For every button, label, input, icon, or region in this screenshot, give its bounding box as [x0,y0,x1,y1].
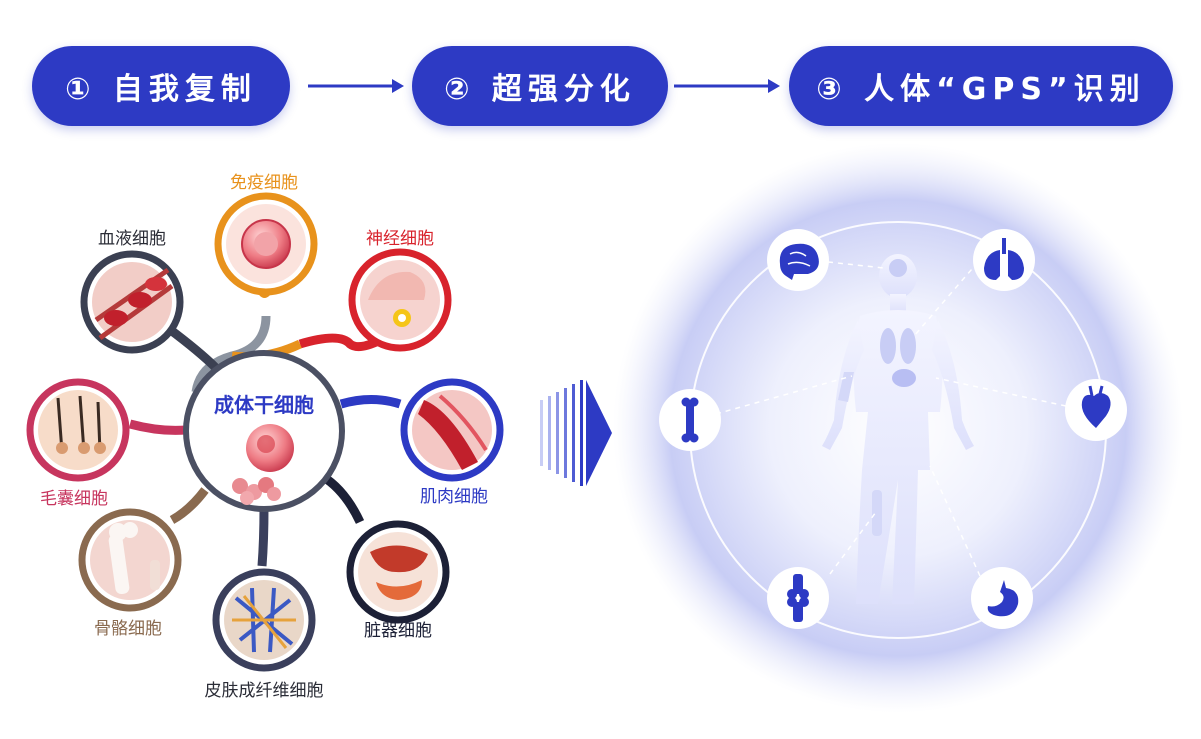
knee-joint-icon [767,567,829,629]
stomach-icon [971,567,1033,629]
organ-cell-label: 脏器细胞 [364,621,432,641]
muscle-cell-node: 肌肉细胞 [400,378,504,507]
arrow-right-icon [308,79,404,93]
hub-label: 成体干细胞 [214,393,314,417]
step-self-replication-label: ① 自我复制 [65,72,257,107]
nerve-cell-node: 神经细胞 [348,229,452,352]
immune-cell-label: 免疫细胞 [230,173,298,193]
lungs-icon [973,229,1035,291]
skin-fibroblast-node: 皮肤成纤维细胞 [205,568,324,701]
step-differentiation: ② 超强分化 [412,46,668,126]
immune-cell-node: 免疫细胞 [214,173,318,298]
skin-fibroblast-label: 皮肤成纤维细胞 [205,681,324,701]
step-gps-recognition-label: ③ 人体“GPS”识别 [816,72,1146,107]
arrow-right-icon [674,79,780,93]
cell-cluster-icon [232,477,281,505]
hair-follicle-node: 毛囊细胞 [26,378,130,509]
body-panel [613,143,1183,713]
heart-icon [1065,379,1127,441]
step-differentiation-label: ② 超强分化 [444,72,636,107]
blood-cell-label: 血液细胞 [98,229,166,249]
hair-follicle-label: 毛囊细胞 [40,489,108,509]
cell-network: 成体干细胞 免疫细胞 神经细胞 [26,173,504,701]
muscle-cell-label: 肌肉细胞 [420,487,488,507]
transition-arrow-icon [540,380,612,486]
organ-cell-node: 脏器细胞 [346,520,450,641]
step-self-replication: ① 自我复制 [32,46,290,126]
bone-icon [659,389,721,451]
nerve-cell-label: 神经细胞 [366,229,434,249]
blood-cell-node: 血液细胞 [80,229,184,354]
brain-icon [767,229,829,291]
step-gps-recognition: ③ 人体“GPS”识别 [789,46,1173,126]
bone-cell-node: 骨骼细胞 [78,508,182,639]
bone-cell-label: 骨骼细胞 [94,619,162,639]
